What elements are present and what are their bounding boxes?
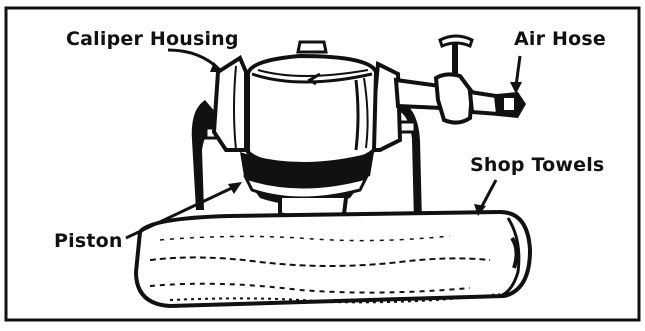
shop-towels-label: Shop Towels	[470, 154, 605, 176]
piston-leader	[125, 184, 237, 240]
figure-border	[4, 6, 641, 322]
air-hose-arrowhead	[510, 82, 522, 94]
air-hose-leader	[514, 55, 522, 87]
caliper-housing-arrowhead	[210, 62, 222, 72]
shop-towels-leader	[478, 179, 498, 211]
air-hose-fitting	[393, 34, 526, 125]
shop-towels-roll	[133, 209, 533, 309]
piston-label: Piston	[54, 230, 123, 252]
shop-towels-arrowhead	[474, 204, 486, 216]
caliper-housing-label: Caliper Housing	[66, 28, 239, 50]
air-hose-label: Air Hose	[514, 28, 606, 50]
caliper-housing-body	[211, 40, 403, 169]
leader-lines	[125, 48, 522, 240]
piston-arrowhead	[228, 182, 242, 194]
